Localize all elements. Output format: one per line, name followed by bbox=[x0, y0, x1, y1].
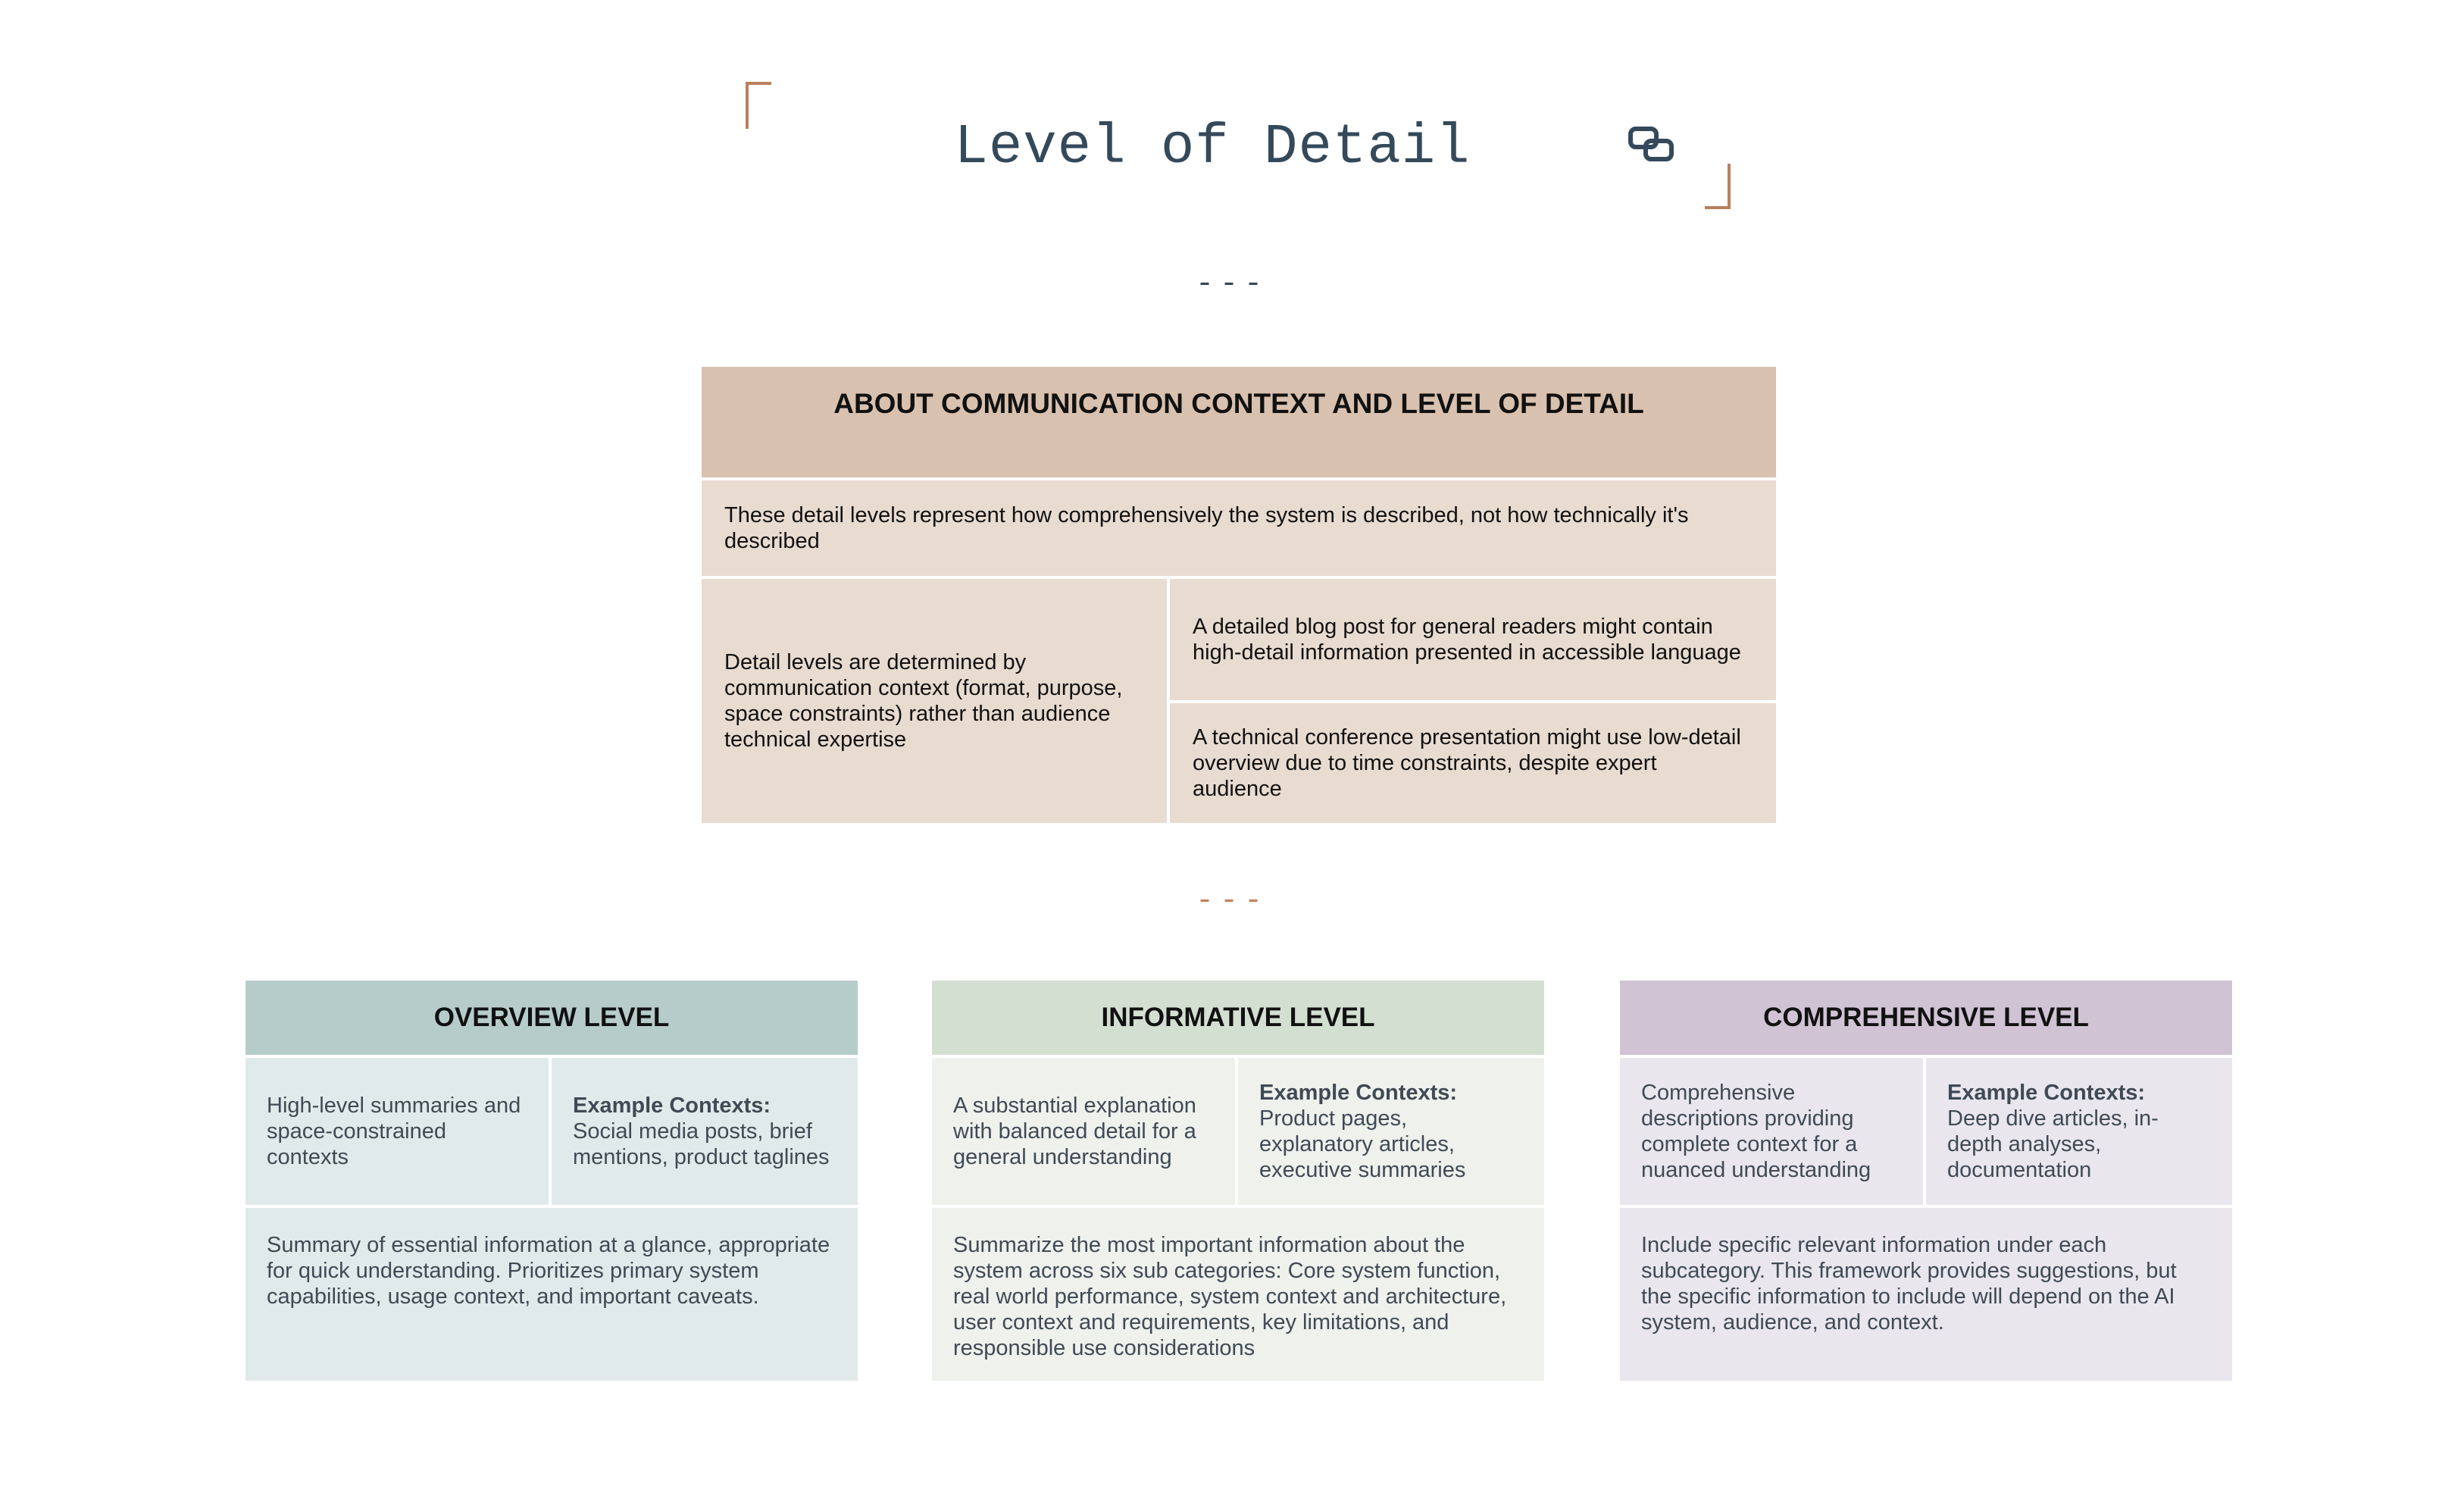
overview-examples-text: Social media posts, brief mentions, prod… bbox=[573, 1119, 830, 1169]
comprehensive-summary-cell: Comprehensive descriptions providing com… bbox=[1620, 1058, 1923, 1205]
overview-examples-label: Example Contexts: bbox=[573, 1094, 771, 1118]
comprehensive-level-title: COMPREHENSIVE LEVEL bbox=[1620, 981, 2232, 1055]
about-heading: ABOUT COMMUNICATION CONTEXT AND LEVEL OF… bbox=[702, 367, 1776, 477]
about-principle-cell: These detail levels represent how compre… bbox=[702, 480, 1776, 576]
page-title: Level of Detail bbox=[954, 116, 1471, 180]
about-example-conference-cell: A technical conference presentation migh… bbox=[1170, 703, 1776, 823]
overview-level-title: OVERVIEW LEVEL bbox=[245, 981, 858, 1055]
comprehensive-examples-label: Example Contexts: bbox=[1947, 1081, 2146, 1105]
section-divider: --- bbox=[1195, 268, 1268, 302]
informative-level-card: INFORMATIVE LEVEL A substantial explanat… bbox=[932, 981, 1544, 1381]
comprehensive-description-cell: Include specific relevant information un… bbox=[1620, 1208, 2232, 1381]
about-example-conference-text: A technical conference presentation migh… bbox=[1193, 725, 1741, 801]
informative-examples-cell: Example Contexts: Product pages, explana… bbox=[1238, 1058, 1544, 1205]
informative-examples-text: Product pages, explanatory articles, exe… bbox=[1259, 1106, 1466, 1182]
informative-description-text: Summarize the most important information… bbox=[953, 1233, 1507, 1360]
informative-summary-cell: A substantial explanation with balanced … bbox=[932, 1058, 1235, 1205]
overview-examples-cell: Example Contexts: Social media posts, br… bbox=[552, 1058, 858, 1205]
informative-level-title: INFORMATIVE LEVEL bbox=[932, 981, 1544, 1055]
informative-description-cell: Summarize the most important information… bbox=[932, 1208, 1544, 1381]
overview-summary-cell: High-level summaries and space-constrain… bbox=[245, 1058, 549, 1205]
comprehensive-examples-cell: Example Contexts: Deep dive articles, in… bbox=[1926, 1058, 2232, 1205]
comprehensive-description-text: Include specific relevant information un… bbox=[1641, 1233, 2177, 1334]
about-context-text: Detail levels are determined by communic… bbox=[724, 650, 1123, 752]
about-principle-text: These detail levels represent how compre… bbox=[724, 503, 1689, 553]
comprehensive-examples-text: Deep dive articles, in-depth analyses, d… bbox=[1947, 1106, 2159, 1182]
corner-bracket-bottom-right bbox=[1705, 164, 1731, 209]
overview-description-text: Summary of essential information at a gl… bbox=[267, 1233, 830, 1309]
about-example-blog-cell: A detailed blog post for general readers… bbox=[1170, 579, 1776, 700]
comprehensive-summary-text: Comprehensive descriptions providing com… bbox=[1641, 1081, 1871, 1182]
section-divider: --- bbox=[1195, 884, 1268, 918]
informative-examples-label: Example Contexts: bbox=[1259, 1081, 1458, 1105]
overview-description-cell: Summary of essential information at a gl… bbox=[245, 1208, 858, 1381]
about-table: ABOUT COMMUNICATION CONTEXT AND LEVEL OF… bbox=[702, 367, 1776, 823]
comprehensive-level-card: COMPREHENSIVE LEVEL Comprehensive descri… bbox=[1620, 981, 2232, 1381]
overview-summary-text: High-level summaries and space-constrain… bbox=[267, 1094, 521, 1169]
overview-level-card: OVERVIEW LEVEL High-level summaries and … bbox=[245, 981, 858, 1381]
about-example-blog-text: A detailed blog post for general readers… bbox=[1193, 615, 1741, 665]
informative-summary-text: A substantial explanation with balanced … bbox=[953, 1094, 1196, 1169]
corner-bracket-top-left bbox=[746, 82, 771, 129]
about-context-cell: Detail levels are determined by communic… bbox=[702, 579, 1167, 823]
link-icon[interactable] bbox=[1626, 124, 1678, 164]
